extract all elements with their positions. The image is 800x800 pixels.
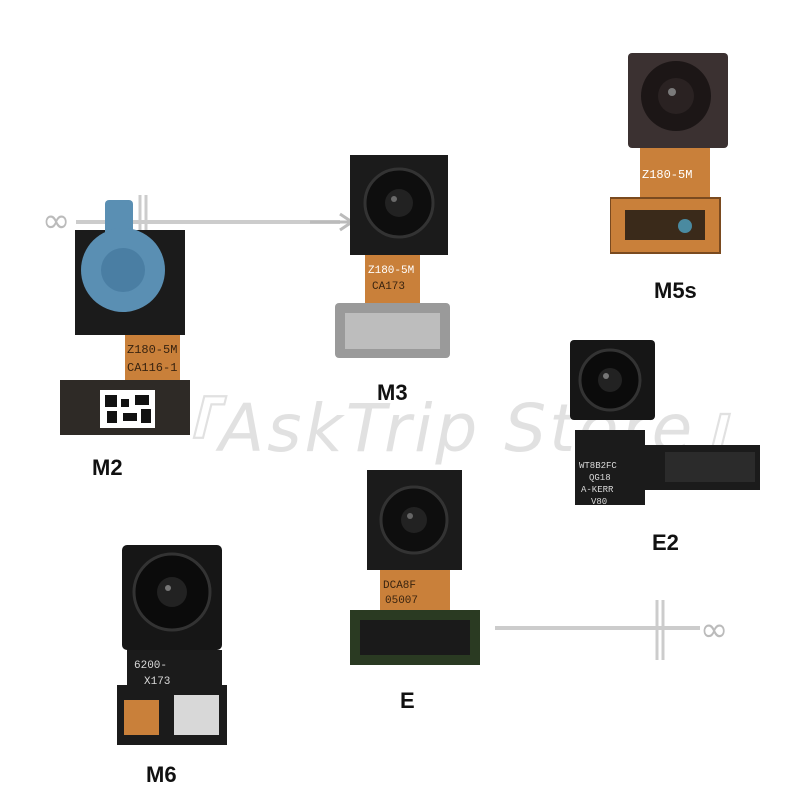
e-pcb-text-1: DCA8F [383,580,416,592]
camera-module-m2: Z180-5M CA116-1 [60,200,190,435]
label-m3: M3 [377,380,408,405]
camera-module-e2: WT8B2FC QG18 A-KERR V80 [570,340,760,507]
e2-pcb-text-1: WT8B2FC [579,461,617,471]
m2-pcb-text-2: CA116-1 [127,361,177,375]
e-pcb-text-2: 05007 [385,595,418,607]
m3-pcb-text-2: CA173 [372,281,405,293]
infinity-line-bottom: ∞ [495,600,728,660]
camera-module-m6: 6200- X173 [117,545,227,745]
m2-pcb-text-1: Z180-5M [127,343,177,357]
e2-pcb-text-2: QG18 [589,473,611,483]
camera-module-m3: Z180-5M CA173 [335,155,450,358]
e2-pcb-text-4: V80 [591,497,607,507]
camera-module-e: DCA8F 05007 [350,470,480,665]
label-e: E [400,688,415,713]
svg-text:∞: ∞ [700,610,728,650]
label-m6: M6 [146,762,177,787]
svg-text:∞: ∞ [42,201,70,241]
label-m5s: M5s [654,278,697,303]
m3-pcb-text-1: Z180-5M [368,265,414,277]
camera-module-m5s: Z180-5M [610,53,728,254]
m5s-pcb-text-1: Z180-5M [642,168,692,182]
label-e2: E2 [652,530,679,555]
m6-pcb-text-1: 6200- [134,660,167,672]
label-m2: M2 [92,455,123,480]
e2-pcb-text-3: A-KERR [581,485,614,495]
m6-pcb-text-2: X173 [144,676,170,688]
